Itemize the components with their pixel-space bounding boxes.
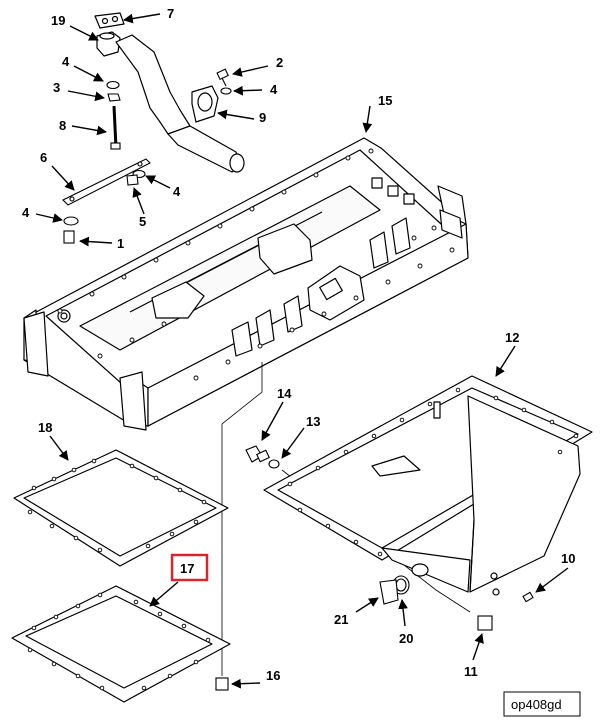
callout-1: 1: [117, 236, 124, 251]
hardware-group: [62, 68, 232, 244]
base-bolt-holes: [57, 148, 455, 381]
callout-13: 13: [306, 414, 320, 429]
callout-9: 9: [259, 110, 266, 125]
drawing-id: op408gd: [511, 697, 562, 712]
callout-19: 19: [51, 13, 65, 28]
callout-21: 21: [334, 612, 348, 627]
main-frame-base: [23, 137, 469, 431]
callout-20: 20: [399, 631, 413, 646]
callout-4-upper-right: 4: [270, 82, 278, 97]
callout-6: 6: [40, 150, 47, 165]
callout-17: 17: [180, 561, 194, 576]
callout-4-upper-left: 4: [62, 54, 70, 69]
lower-plate: [11, 585, 231, 703]
fittings: [215, 445, 534, 691]
callout-11: 11: [464, 664, 478, 679]
callout-10: 10: [561, 551, 575, 566]
gasket: [13, 449, 229, 567]
callout-16: 16: [266, 668, 280, 683]
callout-2: 2: [276, 55, 283, 70]
callout-17-highlight-box: [170, 553, 209, 582]
dipstick-tube-assembly: [94, 12, 245, 173]
callout-4-middle: 4: [173, 184, 181, 199]
callout-5: 5: [139, 214, 146, 229]
callout-14: 14: [277, 386, 292, 401]
callout-18: 18: [38, 420, 52, 435]
plate-bolt-holes: [27, 592, 211, 691]
oil-pan: [263, 375, 593, 596]
callout-8: 8: [59, 118, 66, 133]
callout-15: 15: [378, 93, 392, 108]
drawing-id-box: [503, 691, 581, 717]
callout-7: 7: [167, 6, 174, 21]
pan-bolt-holes: [287, 387, 579, 557]
callout-3: 3: [53, 80, 60, 95]
callout-12: 12: [505, 330, 519, 345]
gasket-bolt-holes: [27, 458, 207, 553]
callout-4-left: 4: [22, 205, 30, 220]
callout-arrows: [35, 13, 569, 689]
